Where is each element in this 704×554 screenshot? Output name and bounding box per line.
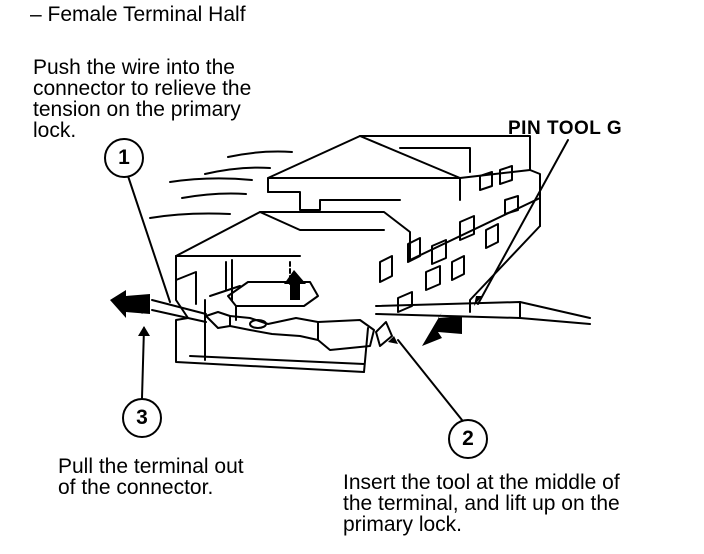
step-3-instruction: Pull the terminal out of the connector. [58,456,244,498]
terminal [205,311,375,351]
callout-3: 3 [122,398,162,438]
step-1-line: tension on the primary [33,98,241,121]
motion-line [227,150,293,158]
wire [151,299,207,315]
connector-housing-front [175,169,541,373]
step-2-instruction: Insert the tool at the middle of the ter… [343,472,620,535]
insert-arrow-icon [422,312,462,346]
leader-line-tool [477,139,569,305]
primary-lock [227,281,319,307]
callout-2: 2 [448,419,488,459]
step-2-line: Insert the tool at the middle of [343,471,620,494]
motion-line [169,177,253,183]
step-1-line: connector to relieve the [33,77,252,100]
leader-line-2 [397,339,463,421]
callout-1: 1 [104,138,144,178]
step-1-line: Push the wire into the [33,56,235,79]
lift-arrow-icon [284,270,306,300]
motion-line [204,166,271,175]
motion-line [181,192,247,199]
step-1-instruction: Push the wire into the connector to reli… [33,57,251,141]
leader-line-1 [127,175,171,303]
step-3-line: Pull the terminal out [58,455,244,478]
leader-line-3 [141,327,145,399]
wire [151,309,207,323]
section-heading: – Female Terminal Half [30,3,246,26]
step-2-line: primary lock. [343,513,463,536]
pull-arrow-icon [110,290,150,318]
pin-tool [375,301,591,325]
step-3-line: of the connector. [58,476,214,499]
motion-line [149,212,231,219]
pin-tool-label: PIN TOOL G [508,118,623,139]
step-2-line: the terminal, and lift up on the [343,492,620,515]
connector-housing-upper [267,135,531,215]
step-1-line: lock. [33,119,77,142]
